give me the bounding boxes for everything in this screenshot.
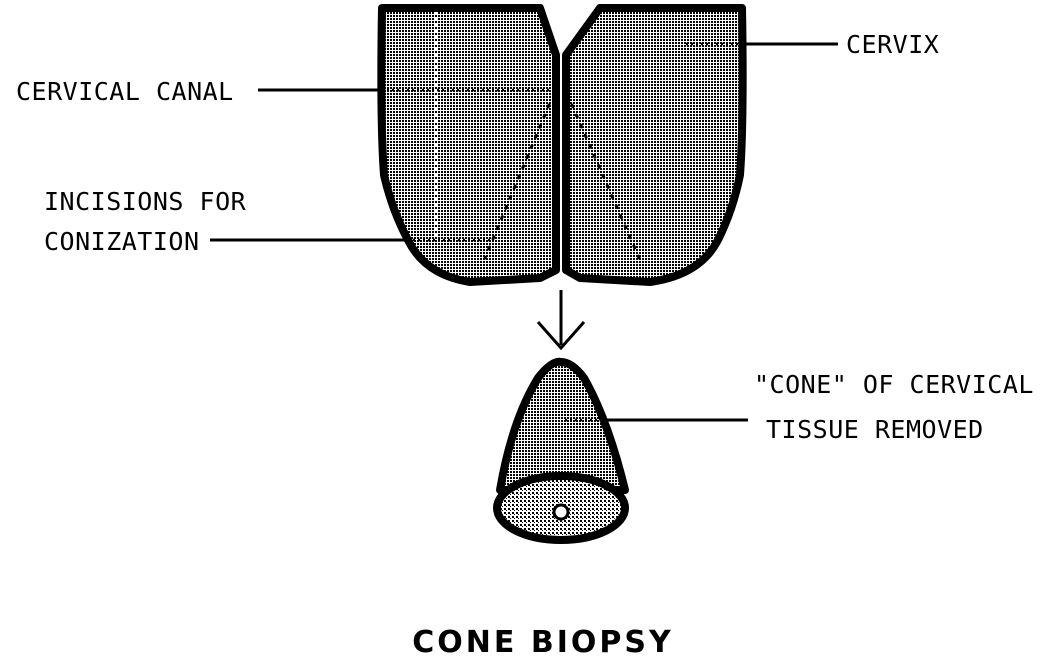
tissue-cone (497, 362, 625, 540)
label-incisions-line1: INCISIONS FOR (44, 187, 247, 216)
label-cone-line1: "CONE" OF CERVICAL (754, 370, 1034, 399)
cone-body (500, 362, 625, 490)
diagram-title: CONE BIOPSY (412, 625, 673, 657)
label-incisions-line2: CONIZATION (44, 227, 200, 256)
label-cone-line2: TISSUE REMOVED (766, 415, 984, 444)
cervix-right-half (566, 8, 743, 282)
label-cervix: CERVIX (846, 30, 939, 59)
cone-canal-opening (554, 505, 568, 519)
down-arrow-icon (538, 290, 584, 348)
label-cervical-canal: CERVICAL CANAL (16, 77, 234, 106)
